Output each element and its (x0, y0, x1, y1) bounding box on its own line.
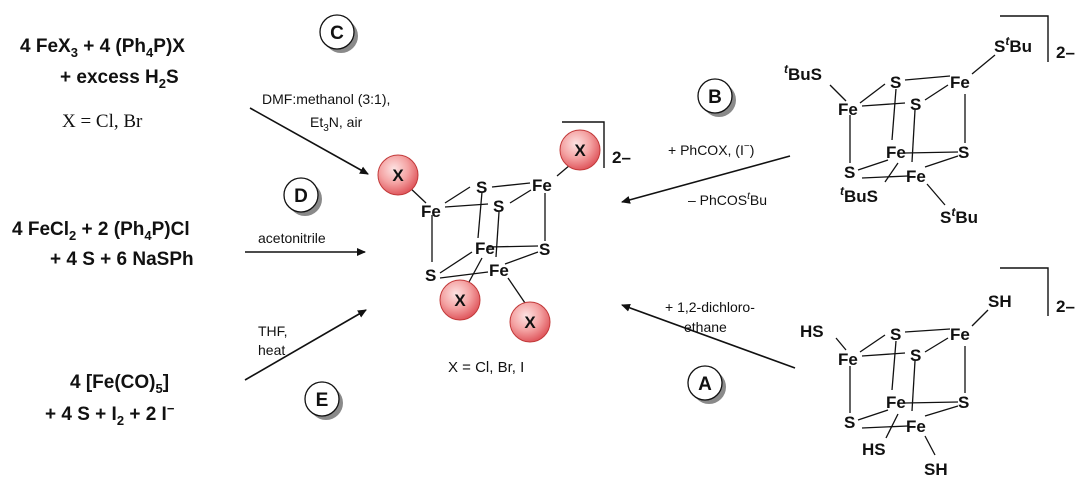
atom-fe: Fe (886, 143, 906, 162)
condition-b-top: + PhCOX, (I−) (668, 141, 754, 158)
charge-label: 2– (1056, 43, 1075, 62)
badge-b: B (697, 78, 736, 117)
reagent-e-line1: 4 [Fe(CO)5] (70, 372, 169, 396)
badge-d-label: D (294, 186, 308, 207)
ligand-hs: HS (800, 322, 824, 341)
atom-s: S (539, 240, 550, 259)
atom-fe: Fe (475, 239, 495, 258)
cluster-sh: Fe S Fe S Fe S S Fe SH HS HS SH 2– (800, 267, 1075, 477)
cluster-tbu-bonds (829, 54, 996, 206)
reagents-c: 4 FeX3 + 4 (Ph4P)X + excess H2S (20, 36, 185, 91)
atom-s: S (890, 325, 901, 344)
atom-s: S (910, 95, 921, 114)
atom-s: S (958, 393, 969, 412)
ligand-stbu: StBu (940, 205, 978, 227)
atom-s: S (958, 143, 969, 162)
atom-fe: Fe (906, 417, 926, 436)
badge-b-label: B (708, 87, 722, 108)
arrows (244, 107, 796, 381)
atom-s: S (476, 178, 487, 197)
condition-a-1: + 1,2-dichloro- (665, 299, 755, 315)
ligand-hs: HS (862, 440, 886, 459)
badge-e-label: E (316, 390, 329, 411)
atom-fe: Fe (532, 176, 552, 195)
ligand-tbus: tBuS (840, 184, 878, 206)
badge-a: A (687, 365, 726, 404)
cluster-central: Fe S Fe S Fe S S Fe X X X X (377, 121, 631, 376)
badge-c: C (319, 14, 358, 53)
reagents-e: 4 [Fe(CO)5] + 4 S + I2 + 2 I− (45, 372, 175, 428)
arrow-b (621, 155, 791, 204)
condition-d: acetonitrile (258, 230, 326, 246)
condition-c-2: Et3N, air (310, 114, 363, 134)
halide-sphere: X (377, 154, 419, 196)
central-x-definition: X = Cl, Br, I (448, 359, 524, 376)
atom-fe: Fe (489, 261, 509, 280)
atom-fe: Fe (886, 393, 906, 412)
ligand-sh: SH (988, 292, 1012, 311)
svg-text:X: X (524, 313, 536, 332)
badge-a-label: A (698, 374, 712, 395)
condition-e-2: heat (258, 342, 285, 358)
ligand-stbu: StBu (994, 34, 1032, 56)
badge-e: E (304, 381, 343, 420)
charge-bracket (562, 121, 605, 168)
arrow-a (621, 303, 796, 369)
reagent-c-xdef: X = Cl, Br (62, 111, 143, 132)
charge-label: 2– (1056, 297, 1075, 316)
atom-s: S (844, 163, 855, 182)
charge-label: 2– (612, 148, 631, 167)
cluster-central-bonds (407, 164, 571, 304)
atom-fe: Fe (906, 167, 926, 186)
atom-fe: Fe (838, 100, 858, 119)
svg-text:X: X (454, 291, 466, 310)
reagent-c-line2: + excess H2S (60, 67, 179, 91)
condition-e-1: THF, (258, 323, 288, 339)
halide-sphere: X (509, 301, 551, 343)
atom-s: S (844, 413, 855, 432)
cluster-sh-bonds (835, 309, 989, 456)
conditions: DMF:methanol (3:1), Et3N, air acetonitri… (258, 91, 767, 358)
ligand-sh: SH (924, 460, 948, 477)
ligand-tbus: tBuS (784, 62, 822, 84)
atom-s: S (890, 73, 901, 92)
halide-spheres: X X X X (377, 129, 601, 343)
condition-b-bottom: – PhCOStBu (688, 191, 767, 208)
badge-d: D (283, 177, 322, 216)
atom-fe: Fe (421, 202, 441, 221)
cluster-sh-atoms: Fe S Fe S Fe S S Fe SH HS HS SH (800, 292, 1012, 477)
cluster-tbu-atoms: Fe S Fe S Fe S S Fe StBu tBuS tBuS StBu (784, 34, 1032, 227)
halide-sphere: X (439, 279, 481, 321)
atom-fe: Fe (950, 73, 970, 92)
reagent-e-line2: + 4 S + I2 + 2 I− (45, 401, 175, 428)
reagent-d-line1: 4 FeCl2 + 2 (Ph4P)Cl (12, 219, 190, 243)
reagent-c-line1: 4 FeX3 + 4 (Ph4P)X (20, 36, 185, 60)
atom-s: S (425, 266, 436, 285)
svg-text:X: X (574, 141, 586, 160)
charge-bracket (1000, 15, 1049, 62)
charge-bracket (1000, 267, 1049, 316)
atom-fe: Fe (950, 325, 970, 344)
svg-text:X: X (392, 166, 404, 185)
reagents-d: 4 FeCl2 + 2 (Ph4P)Cl + 4 S + 6 NaSPh (12, 219, 194, 270)
cluster-tbu: Fe S Fe S Fe S S Fe StBu tBuS tBuS StBu … (784, 15, 1075, 227)
condition-a-2: ethane (684, 319, 727, 335)
atom-s: S (910, 346, 921, 365)
reagent-d-line2: + 4 S + 6 NaSPh (50, 249, 194, 270)
halide-sphere: X (559, 129, 601, 171)
condition-c-1: DMF:methanol (3:1), (262, 91, 390, 107)
badge-c-label: C (330, 23, 344, 44)
arrow-c (249, 107, 369, 175)
cluster-central-atoms: Fe S Fe S Fe S S Fe (421, 176, 552, 285)
arrow-e (244, 309, 367, 381)
atom-s: S (493, 197, 504, 216)
atom-fe: Fe (838, 350, 858, 369)
